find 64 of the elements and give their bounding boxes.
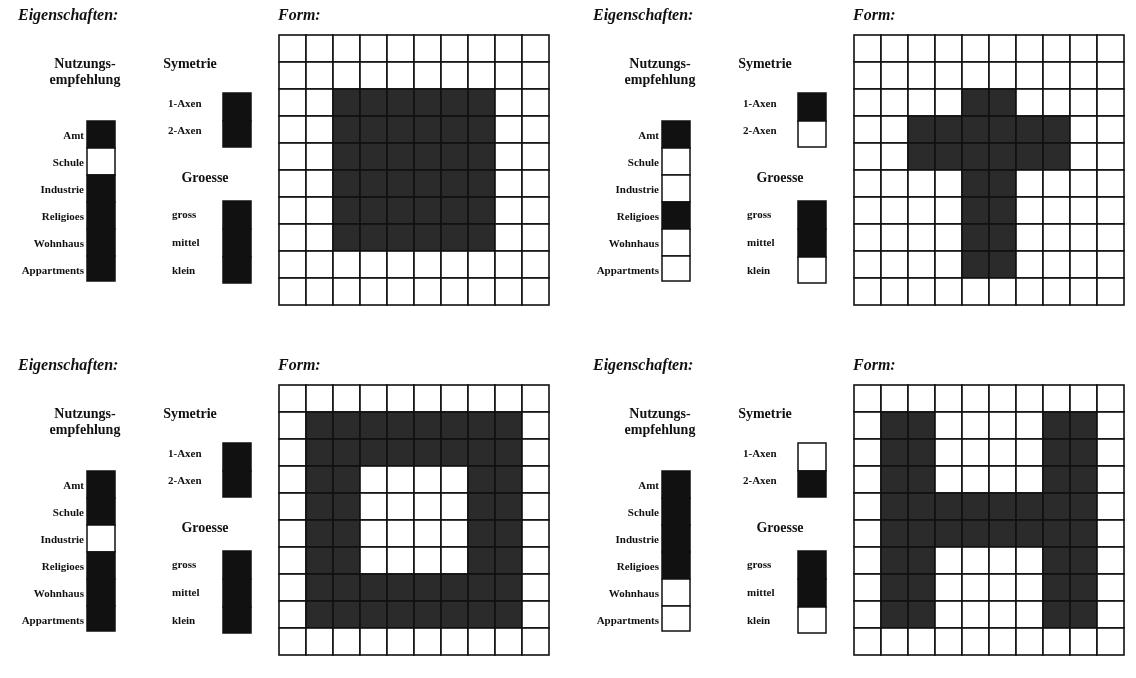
option-label: gross [747, 558, 772, 570]
option-label: Appartments [595, 614, 659, 626]
option-label: Schule [626, 156, 659, 168]
group-heading: Groesse [755, 520, 805, 536]
option-label: Religioes [615, 210, 659, 222]
group-heading: Nutzungs-empfehlung [623, 56, 697, 88]
option-label: Schule [51, 156, 84, 168]
option-label: Wohnhaus [32, 237, 84, 249]
option-label: Appartments [20, 264, 84, 276]
option-label: Industrie [614, 183, 659, 195]
group-heading: Nutzungs-empfehlung [48, 56, 122, 88]
group-heading: Symetrie [737, 406, 793, 422]
option-label: Religioes [40, 210, 84, 222]
option-label: 2-Axen [168, 474, 202, 486]
option-label: Religioes [615, 560, 659, 572]
option-label: 1-Axen [168, 447, 202, 459]
option-label: Appartments [20, 614, 84, 626]
option-label: klein [172, 614, 196, 626]
group-heading: Symetrie [162, 406, 218, 422]
option-label: Amt [637, 479, 659, 491]
group-heading: Nutzungs-empfehlung [623, 406, 697, 438]
option-label: klein [747, 264, 771, 276]
section-heading: Form: [853, 356, 896, 374]
section-heading: Eigenschaften: [593, 6, 694, 24]
group-heading: Groesse [180, 170, 230, 186]
option-label: mittel [747, 586, 775, 598]
option-label: Amt [62, 479, 84, 491]
option-label: Amt [62, 129, 84, 141]
option-label: 1-Axen [743, 447, 777, 459]
section-heading: Eigenschaften: [593, 356, 694, 374]
option-label: Wohnhaus [607, 237, 659, 249]
section-heading: Form: [278, 356, 321, 374]
group-heading: Symetrie [162, 56, 218, 72]
option-label: klein [747, 614, 771, 626]
option-label: Industrie [39, 183, 84, 195]
option-label: mittel [172, 586, 200, 598]
option-label: Religioes [40, 560, 84, 572]
option-label: Wohnhaus [607, 587, 659, 599]
option-label: Wohnhaus [32, 587, 84, 599]
section-heading: Eigenschaften: [18, 356, 119, 374]
section-heading: Eigenschaften: [18, 6, 119, 24]
option-label: gross [172, 558, 197, 570]
option-label: 2-Axen [168, 124, 202, 136]
option-label: 2-Axen [743, 474, 777, 486]
option-label: Schule [51, 506, 84, 518]
option-label: Appartments [595, 264, 659, 276]
group-heading: Nutzungs-empfehlung [48, 406, 122, 438]
option-label: gross [747, 208, 772, 220]
option-label: Industrie [614, 533, 659, 545]
option-label: Amt [637, 129, 659, 141]
option-label: mittel [747, 236, 775, 248]
option-label: mittel [172, 236, 200, 248]
group-heading: Groesse [180, 520, 230, 536]
group-heading: Groesse [755, 170, 805, 186]
option-label: Schule [626, 506, 659, 518]
option-label: gross [172, 208, 197, 220]
section-heading: Form: [278, 6, 321, 24]
option-label: Industrie [39, 533, 84, 545]
option-label: 1-Axen [168, 97, 202, 109]
section-heading: Form: [853, 6, 896, 24]
option-label: 2-Axen [743, 124, 777, 136]
option-label: klein [172, 264, 196, 276]
group-heading: Symetrie [737, 56, 793, 72]
option-label: 1-Axen [743, 97, 777, 109]
